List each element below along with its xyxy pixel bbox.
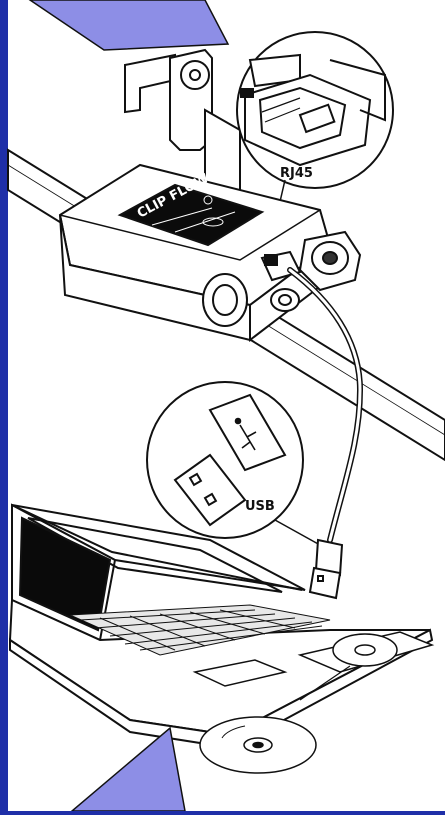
cd-disc-icon xyxy=(200,717,316,773)
usb-label: USB xyxy=(245,499,275,514)
tray-disc xyxy=(333,634,397,666)
rj45-label: RJ45 xyxy=(280,166,313,181)
